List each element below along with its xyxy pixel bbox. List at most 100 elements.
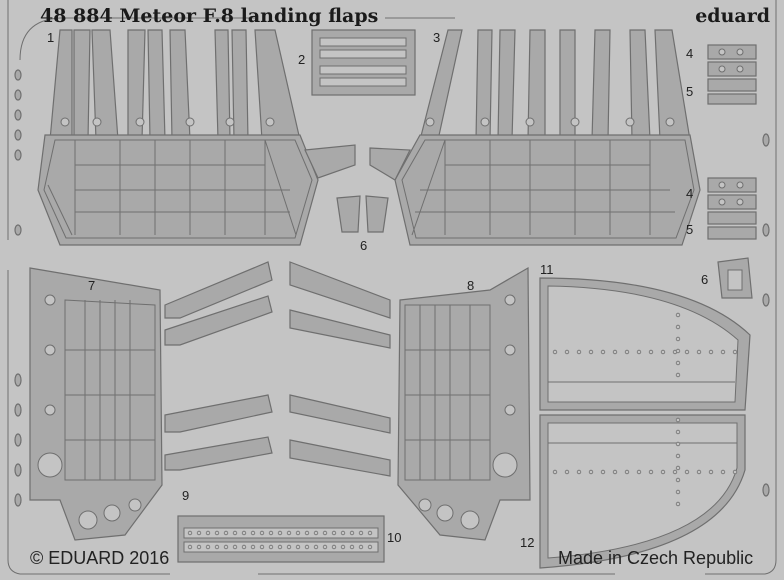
rivet-dot — [552, 349, 558, 355]
attachment-tabs — [14, 69, 770, 507]
part-3-right-upper-flap — [394, 29, 701, 246]
rivet-dot — [340, 544, 346, 550]
part-label: 3 — [433, 30, 441, 45]
rivet-dot — [675, 417, 681, 423]
rivet-dot — [277, 544, 283, 550]
parts-11-12-panels — [539, 277, 751, 569]
rivet-dot — [268, 530, 274, 536]
rivet-dot — [648, 469, 654, 475]
rivet-dot — [286, 530, 292, 536]
rivet-dot — [214, 544, 220, 550]
rivet-dot — [708, 469, 714, 475]
rivet-dot — [684, 469, 690, 475]
rivet-dot — [660, 349, 666, 355]
rivet-dot — [675, 441, 681, 447]
rivet-dot — [196, 530, 202, 536]
rivet-dot — [367, 544, 373, 550]
rivet-dot — [672, 469, 678, 475]
rivet-dot — [675, 465, 681, 471]
part-7-left-lower-flap — [29, 267, 163, 541]
rivet-dot — [675, 501, 681, 507]
rivet-dot — [259, 530, 265, 536]
rib-parts-left — [164, 261, 273, 471]
part-label: 9 — [182, 488, 190, 503]
rivet-dot — [624, 349, 630, 355]
part-label: 4 — [686, 46, 694, 61]
part-label: 11 — [540, 262, 554, 277]
rivet-dot — [277, 530, 283, 536]
rivet-dot — [241, 530, 247, 536]
fret-corner — [19, 17, 455, 61]
rivet-dot — [675, 489, 681, 495]
rivet-dot — [232, 530, 238, 536]
rivet-dot — [576, 469, 582, 475]
rivet-dot — [636, 469, 642, 475]
rivet-dot — [322, 530, 328, 536]
rivet-dot — [675, 336, 681, 342]
rivet-dot — [612, 469, 618, 475]
rib-parts-right — [289, 261, 391, 477]
rivet-dot — [564, 349, 570, 355]
part-label: 7 — [88, 278, 96, 293]
rivet-dot — [259, 544, 265, 550]
rivet-dot — [648, 349, 654, 355]
rivet-dot — [552, 469, 558, 475]
rivet-dot — [313, 530, 319, 536]
part-1-left-upper-flap — [37, 29, 319, 246]
brand-logo: eduard — [695, 5, 770, 27]
rivet-dot — [196, 544, 202, 550]
rivet-dot — [564, 469, 570, 475]
fret-title: 48 884 Meteor F.8 landing flaps — [40, 5, 379, 27]
part-label: 6 — [701, 272, 709, 287]
part-label: 5 — [686, 222, 694, 237]
rivet-dot — [708, 349, 714, 355]
rivet-dot — [286, 544, 292, 550]
rivet-dot — [675, 312, 681, 318]
rivet-dot — [696, 469, 702, 475]
rivet-dot — [675, 372, 681, 378]
rivet-dot — [675, 348, 681, 354]
rivet-dot — [675, 360, 681, 366]
rivet-dot — [250, 544, 256, 550]
part-label: 10 — [387, 530, 402, 545]
rivet-dot — [684, 349, 690, 355]
rivet-dot — [588, 349, 594, 355]
rivet-dot — [295, 530, 301, 536]
rivet-dot — [675, 453, 681, 459]
rivet-dot — [187, 530, 193, 536]
part-2-ladder — [311, 29, 416, 96]
part-label: 2 — [298, 52, 306, 67]
rivet-dot — [732, 469, 738, 475]
rivet-dot — [295, 544, 301, 550]
rivet-dot — [358, 530, 364, 536]
rivet-dot — [331, 530, 337, 536]
rivet-dot — [187, 544, 193, 550]
rivet-dot — [268, 544, 274, 550]
part-label: 8 — [467, 278, 475, 293]
rivet-dot — [675, 429, 681, 435]
part-label: 5 — [686, 84, 694, 99]
rivet-dot — [223, 530, 229, 536]
parts-9-10-strips — [177, 515, 385, 563]
rivet-dot — [588, 469, 594, 475]
part-label: 6 — [360, 238, 368, 253]
rivet-dot — [349, 544, 355, 550]
rivet-dot — [205, 530, 211, 536]
part-label: 1 — [47, 30, 55, 45]
hinge-piece — [304, 144, 356, 179]
part-6-lower — [717, 257, 753, 299]
rivet-dot — [720, 469, 726, 475]
rivet-dot — [205, 544, 211, 550]
hinge-piece — [369, 147, 411, 181]
rivet-dot — [241, 544, 247, 550]
rivet-dot — [675, 477, 681, 483]
rivet-dot — [576, 349, 582, 355]
rivet-dot — [624, 469, 630, 475]
rivet-dot — [349, 530, 355, 536]
rivet-dot — [232, 544, 238, 550]
part-label: 4 — [686, 186, 694, 201]
copyright: © EDUARD 2016 — [30, 548, 170, 568]
rivet-dot — [313, 544, 319, 550]
fret-frame — [7, 0, 777, 575]
